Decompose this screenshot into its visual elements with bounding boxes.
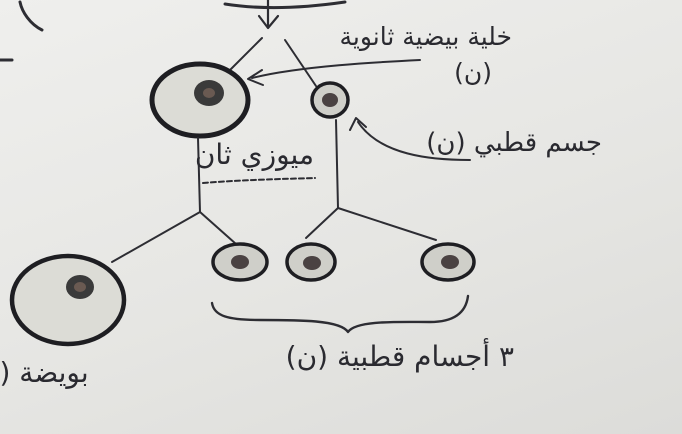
three-polar-bodies-label: ٣ أجسام قطبية (ن)	[285, 340, 514, 373]
oocyte-pointer-head	[247, 69, 264, 86]
polar-body-label: جسم قطبي (ن)	[426, 128, 602, 158]
split-line-to-ovum	[111, 211, 201, 263]
secondary-oocyte-cell	[149, 61, 251, 139]
polar-body-cell	[285, 242, 337, 282]
oocyte-down-line	[197, 137, 201, 213]
top-arrow-head	[257, 14, 280, 30]
polar-pointer-line	[357, 121, 471, 161]
secondary-oocyte-label: خلية بيضية ثانوية	[339, 22, 512, 51]
secondary-oocyte-ploidy-label: (ن)	[454, 58, 492, 87]
branch-line-left	[227, 37, 263, 73]
polar-pointer-head	[349, 117, 367, 131]
polar-body-cell	[211, 242, 269, 282]
polar-bodies-brace	[210, 294, 470, 334]
branch-line-right	[284, 39, 317, 87]
split-line-to-polar-3	[337, 207, 437, 241]
meiosis-dashed-stroke	[202, 177, 316, 184]
split-line-to-polar-2	[305, 207, 339, 239]
polar-body-cell	[420, 242, 476, 282]
top-fragment-stroke	[18, 0, 44, 32]
meiosis-two-label: ميوزي ثان	[194, 138, 314, 171]
polar-body-cell	[310, 81, 350, 119]
ovum-cell	[9, 253, 127, 347]
top-fragment-stroke	[223, 0, 347, 9]
polar-down-line	[335, 119, 339, 209]
split-line-to-polar-1	[199, 211, 237, 245]
ovum-label: بويضة (ن)	[0, 356, 89, 389]
oocyte-pointer-line	[251, 59, 421, 79]
